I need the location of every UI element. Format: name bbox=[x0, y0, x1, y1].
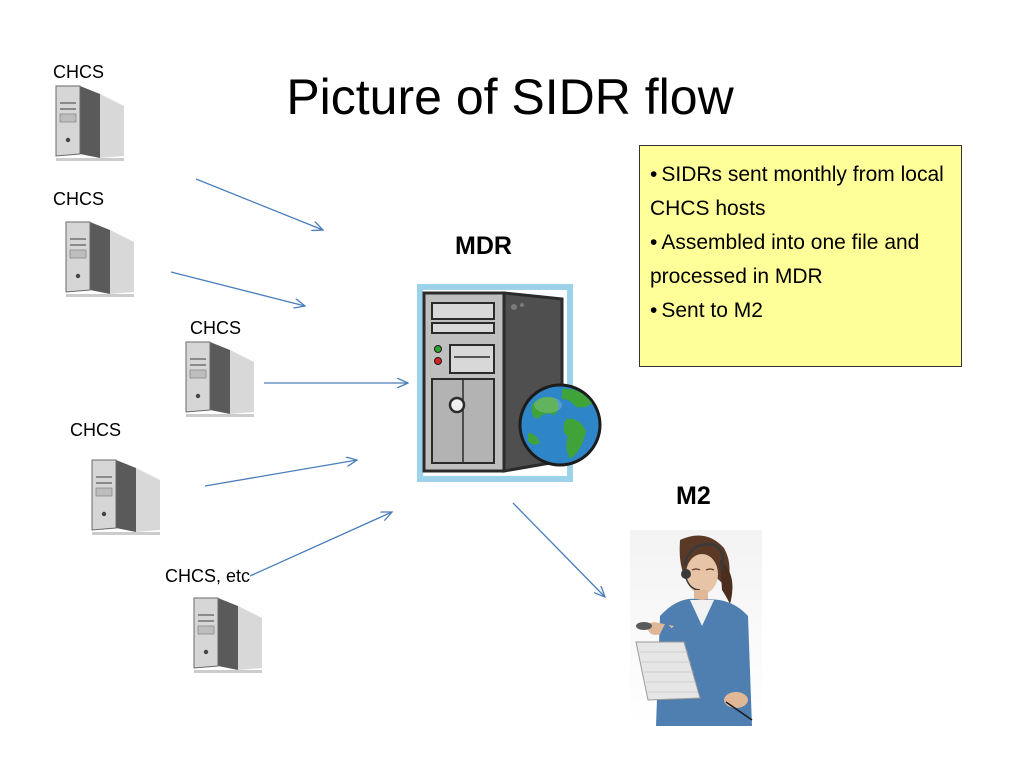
source-label: CHCS bbox=[190, 318, 242, 338]
bullet: • bbox=[650, 299, 658, 322]
server-globe-icon bbox=[417, 284, 602, 482]
bullet: • bbox=[650, 163, 658, 186]
note-item: •Assembled into one file and processed i… bbox=[650, 226, 951, 294]
source-label: CHCS bbox=[70, 420, 122, 440]
bullet: • bbox=[650, 231, 658, 254]
note-text: Assembled into one file and processed in… bbox=[650, 231, 920, 288]
note-item: •Sent to M2 bbox=[650, 294, 951, 328]
source-label: CHCS bbox=[53, 189, 105, 209]
person-at-computer-photo bbox=[630, 530, 762, 726]
server-tower-icon bbox=[185, 341, 254, 417]
notes-box: •SIDRs sent monthly from local CHCS host… bbox=[639, 145, 962, 367]
arrow-source-1-to-mdr bbox=[195, 178, 323, 230]
server-tower-icon bbox=[193, 597, 262, 673]
server-tower-icon bbox=[55, 85, 124, 161]
note-item: •SIDRs sent monthly from local CHCS host… bbox=[650, 158, 951, 226]
source-label: CHCS, etc bbox=[165, 566, 251, 586]
arrow-source-5-to-mdr bbox=[249, 512, 392, 577]
source-label: CHCS bbox=[53, 62, 105, 82]
note-text: Sent to M2 bbox=[661, 299, 763, 322]
arrow-source-4-to-mdr bbox=[204, 460, 357, 487]
server-tower-icon-shape bbox=[55, 85, 124, 161]
server-tower-icon bbox=[91, 459, 160, 535]
hub-label: MDR bbox=[455, 232, 512, 260]
mdr-server-shape bbox=[417, 284, 602, 482]
note-text: SIDRs sent monthly from local CHCS hosts bbox=[650, 163, 944, 220]
slide-title: Picture of SIDR flow bbox=[286, 69, 734, 125]
arrow-source-2-to-mdr bbox=[170, 271, 305, 306]
destination-label: M2 bbox=[676, 482, 711, 510]
arrow-mdr-to-m2 bbox=[512, 502, 605, 597]
server-tower-icon bbox=[65, 221, 134, 297]
